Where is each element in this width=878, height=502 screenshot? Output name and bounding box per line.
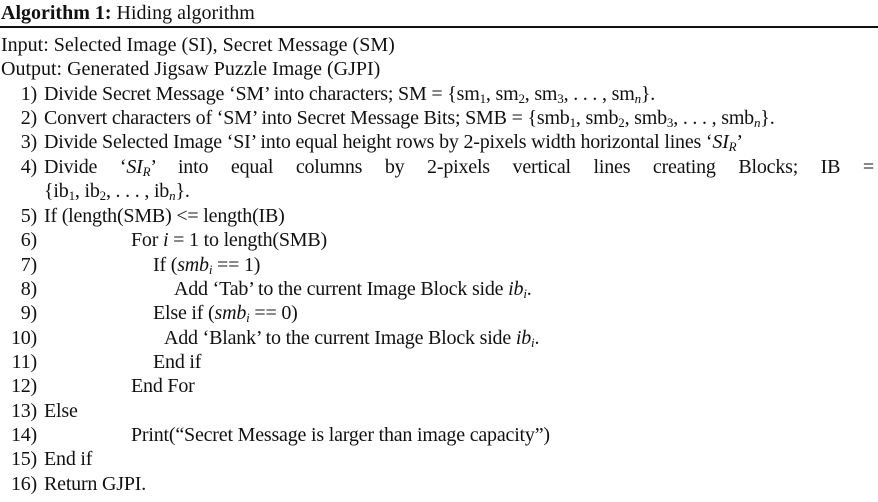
step-text: If (smbi == 1) [153, 254, 261, 277]
step-text: Convert characters of ‘SM’ into Secret M… [44, 107, 775, 130]
step-text: Else [44, 400, 78, 422]
step-number: 13) [10, 400, 37, 422]
step-number: 5) [20, 205, 37, 227]
algorithm-input: Input: Selected Image (SI), Secret Messa… [1, 34, 395, 56]
algorithm-label: Algorithm 1: [1, 2, 112, 24]
algorithm-caption: Algorithm 1: Hiding algorithm [1, 0, 255, 26]
step-text: End For [131, 375, 195, 397]
step-text: For i = 1 to length(SMB) [131, 229, 327, 251]
step-text: End if [44, 448, 93, 470]
step-number: 9) [20, 302, 37, 324]
step-4-continuation: {ib1, ib2, . . . , ibn}. [44, 180, 190, 203]
step-text: Add ‘Blank’ to the current Image Block s… [164, 327, 540, 350]
step-number: 11) [11, 351, 38, 373]
step-number: 2) [20, 107, 37, 129]
step-text: Print(“Secret Message is larger than ima… [131, 424, 550, 446]
step-text: Return GJPI. [44, 473, 147, 495]
caption-rule [0, 26, 878, 28]
algorithm-output: Output: Generated Jigsaw Puzzle Image (G… [1, 58, 381, 80]
algorithm-title: Hiding algorithm [116, 2, 255, 24]
step-number: 3) [20, 131, 37, 153]
step-number: 6) [20, 229, 37, 251]
step-number: 10) [10, 327, 37, 349]
step-text: Add ‘Tab’ to the current Image Block sid… [174, 278, 532, 301]
step-number: 16) [10, 473, 37, 495]
step-text: Else if (smbi == 0) [153, 302, 298, 325]
step-text: Divide Secret Message ‘SM’ into characte… [44, 83, 656, 106]
step-number: 4) [20, 156, 37, 178]
step-number: 15) [10, 448, 37, 470]
step-number: 12) [10, 375, 37, 397]
step-text: Divide Selected Image ‘SI’ into equal he… [44, 131, 743, 154]
step-text: Divide ‘SIR’ into equal columns by 2-pix… [44, 156, 874, 179]
step-text: End if [153, 351, 202, 373]
step-number: 7) [20, 254, 37, 276]
step-number: 8) [20, 278, 37, 300]
step-text: If (length(SMB) <= length(IB) [44, 205, 285, 227]
step-number: 14) [10, 424, 37, 446]
step-number: 1) [20, 83, 37, 105]
